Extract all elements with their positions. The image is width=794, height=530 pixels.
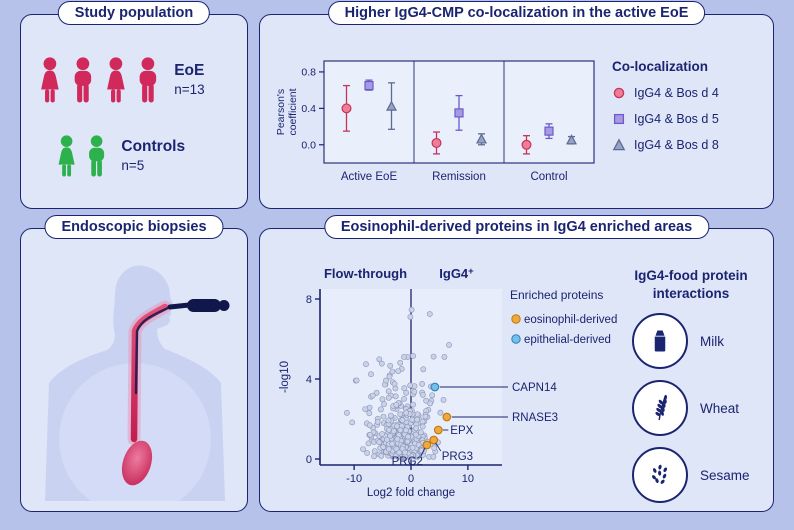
legend-item-bos-d-4: IgG4 & Bos d 4 xyxy=(612,86,719,100)
endoscope-esophagus-illustration xyxy=(45,265,230,501)
panel-colocalization: Higher IgG4-CMP co-localization in the a… xyxy=(259,1,774,209)
legend-item-bos-d-8: IgG4 & Bos d 8 xyxy=(612,138,719,152)
svg-text:PRG3: PRG3 xyxy=(442,451,473,463)
controls-text: Controls n=5 xyxy=(121,138,185,174)
eoe-person-icons xyxy=(35,57,163,103)
colocalization-legend-title: Co-localization xyxy=(612,59,709,74)
svg-text:0.4: 0.4 xyxy=(301,103,316,115)
svg-text:coefficient: coefficient xyxy=(287,88,299,135)
female-person-icon xyxy=(58,135,75,177)
svg-text:Remission: Remission xyxy=(432,171,486,183)
svg-text:0: 0 xyxy=(408,473,414,485)
svg-text:EPX: EPX xyxy=(450,425,473,437)
svg-text:IgG4+: IgG4+ xyxy=(439,266,474,281)
svg-text:PRG2: PRG2 xyxy=(392,456,423,468)
legend-label-bos-d-4: IgG4 & Bos d 4 xyxy=(634,86,719,100)
circle-marker-icon xyxy=(612,86,626,100)
svg-text:epithelial-derived: epithelial-derived xyxy=(524,334,611,346)
svg-text:Active EoE: Active EoE xyxy=(341,171,398,183)
svg-text:0.8: 0.8 xyxy=(301,66,316,78)
controls-person-icons xyxy=(53,135,110,177)
svg-text:0: 0 xyxy=(306,454,312,466)
panel-study-population: Study population EoE n=13 Controls n=5 xyxy=(20,1,248,209)
svg-text:-log10: -log10 xyxy=(279,361,291,393)
panel-title-proteins: Eosinophil-derived proteins in IgG4 enri… xyxy=(323,215,710,239)
svg-text:10: 10 xyxy=(462,473,474,485)
svg-text:8: 8 xyxy=(306,294,312,306)
panel-title-biopsies: Endoscopic biopsies xyxy=(44,215,224,239)
colocalization-legend: Co-localization IgG4 & Bos d 4 IgG4 & Bo… xyxy=(612,59,719,164)
eoe-count: n=13 xyxy=(174,81,205,97)
eoe-label: EoE xyxy=(174,61,205,79)
svg-text:Log2 fold change: Log2 fold change xyxy=(367,487,455,499)
population-group-eoe: EoE n=13 xyxy=(35,57,205,103)
food-interactions-title: IgG4-food protein interactions xyxy=(634,268,748,301)
svg-text:RNASE3: RNASE3 xyxy=(512,412,558,424)
svg-text:Enriched proteins: Enriched proteins xyxy=(510,288,603,302)
food-label-sesame: Sesame xyxy=(700,467,750,483)
svg-text:-10: -10 xyxy=(346,473,362,485)
eoe-text: EoE n=13 xyxy=(174,62,204,98)
panel-title-study-population: Study population xyxy=(57,1,211,25)
svg-text:Flow-through: Flow-through xyxy=(324,266,407,281)
svg-text:0.0: 0.0 xyxy=(301,139,316,151)
svg-text:Pearson's: Pearson's xyxy=(275,89,287,135)
food-item-milk: Milk xyxy=(632,313,770,370)
sesame-seeds-icon xyxy=(632,447,688,504)
svg-text:4: 4 xyxy=(306,374,312,386)
female-person-icon xyxy=(41,57,59,103)
food-interactions: IgG4-food protein interactions Milk xyxy=(612,267,770,504)
legend-label-bos-d-8: IgG4 & Bos d 8 xyxy=(634,138,719,152)
milk-carton-icon xyxy=(632,313,688,370)
male-person-icon xyxy=(89,135,105,177)
male-person-icon xyxy=(74,57,91,103)
square-marker-icon xyxy=(612,112,626,126)
population-group-controls: Controls n=5 xyxy=(53,135,185,177)
legend-label-bos-d-5: IgG4 & Bos d 5 xyxy=(634,112,719,126)
food-item-wheat: Wheat xyxy=(632,380,770,437)
triangle-marker-icon xyxy=(612,138,626,152)
controls-label: Controls xyxy=(121,137,186,155)
panel-biopsies: Endoscopic biopsies xyxy=(20,215,248,512)
food-label-wheat: Wheat xyxy=(700,400,740,416)
panel-proteins: Eosinophil-derived proteins in IgG4 enri… xyxy=(259,215,774,512)
svg-text:Control: Control xyxy=(530,171,567,183)
wheat-icon xyxy=(632,380,688,437)
controls-count: n=5 xyxy=(121,157,145,173)
male-person-icon xyxy=(140,57,157,103)
legend-item-bos-d-5: IgG4 & Bos d 5 xyxy=(612,112,719,126)
panel-title-colocalization: Higher IgG4-CMP co-localization in the a… xyxy=(327,1,706,25)
food-item-sesame: Sesame xyxy=(632,447,770,504)
food-label-milk: Milk xyxy=(700,333,724,349)
svg-text:eosinophil-derived: eosinophil-derived xyxy=(524,314,617,326)
svg-text:CAPN14: CAPN14 xyxy=(512,382,557,394)
female-person-icon xyxy=(106,57,125,103)
